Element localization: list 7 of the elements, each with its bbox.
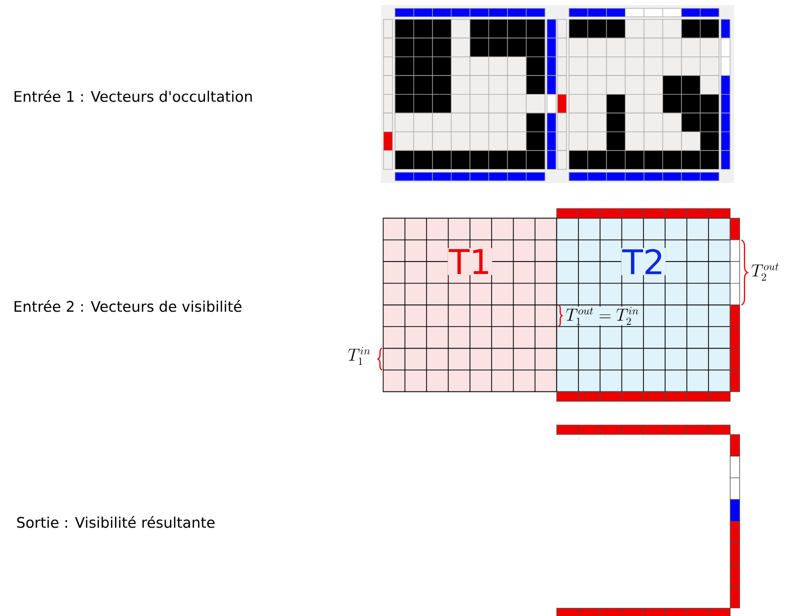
grid-box: T1	[382, 218, 558, 392]
math-label: $T_2^{out}$	[752, 263, 779, 281]
row-label: Entrée 2 : Vecteurs de visibilité	[14, 300, 242, 312]
math-label: $T_1^{in}$	[348, 347, 370, 365]
row-label: Sortie : Visibilité résultante	[17, 516, 215, 528]
math-label: $T_1^{out}=T_2^{in}$	[565, 306, 640, 326]
row-label: Entrée 1 : Vecteurs d'occultation	[14, 90, 252, 102]
